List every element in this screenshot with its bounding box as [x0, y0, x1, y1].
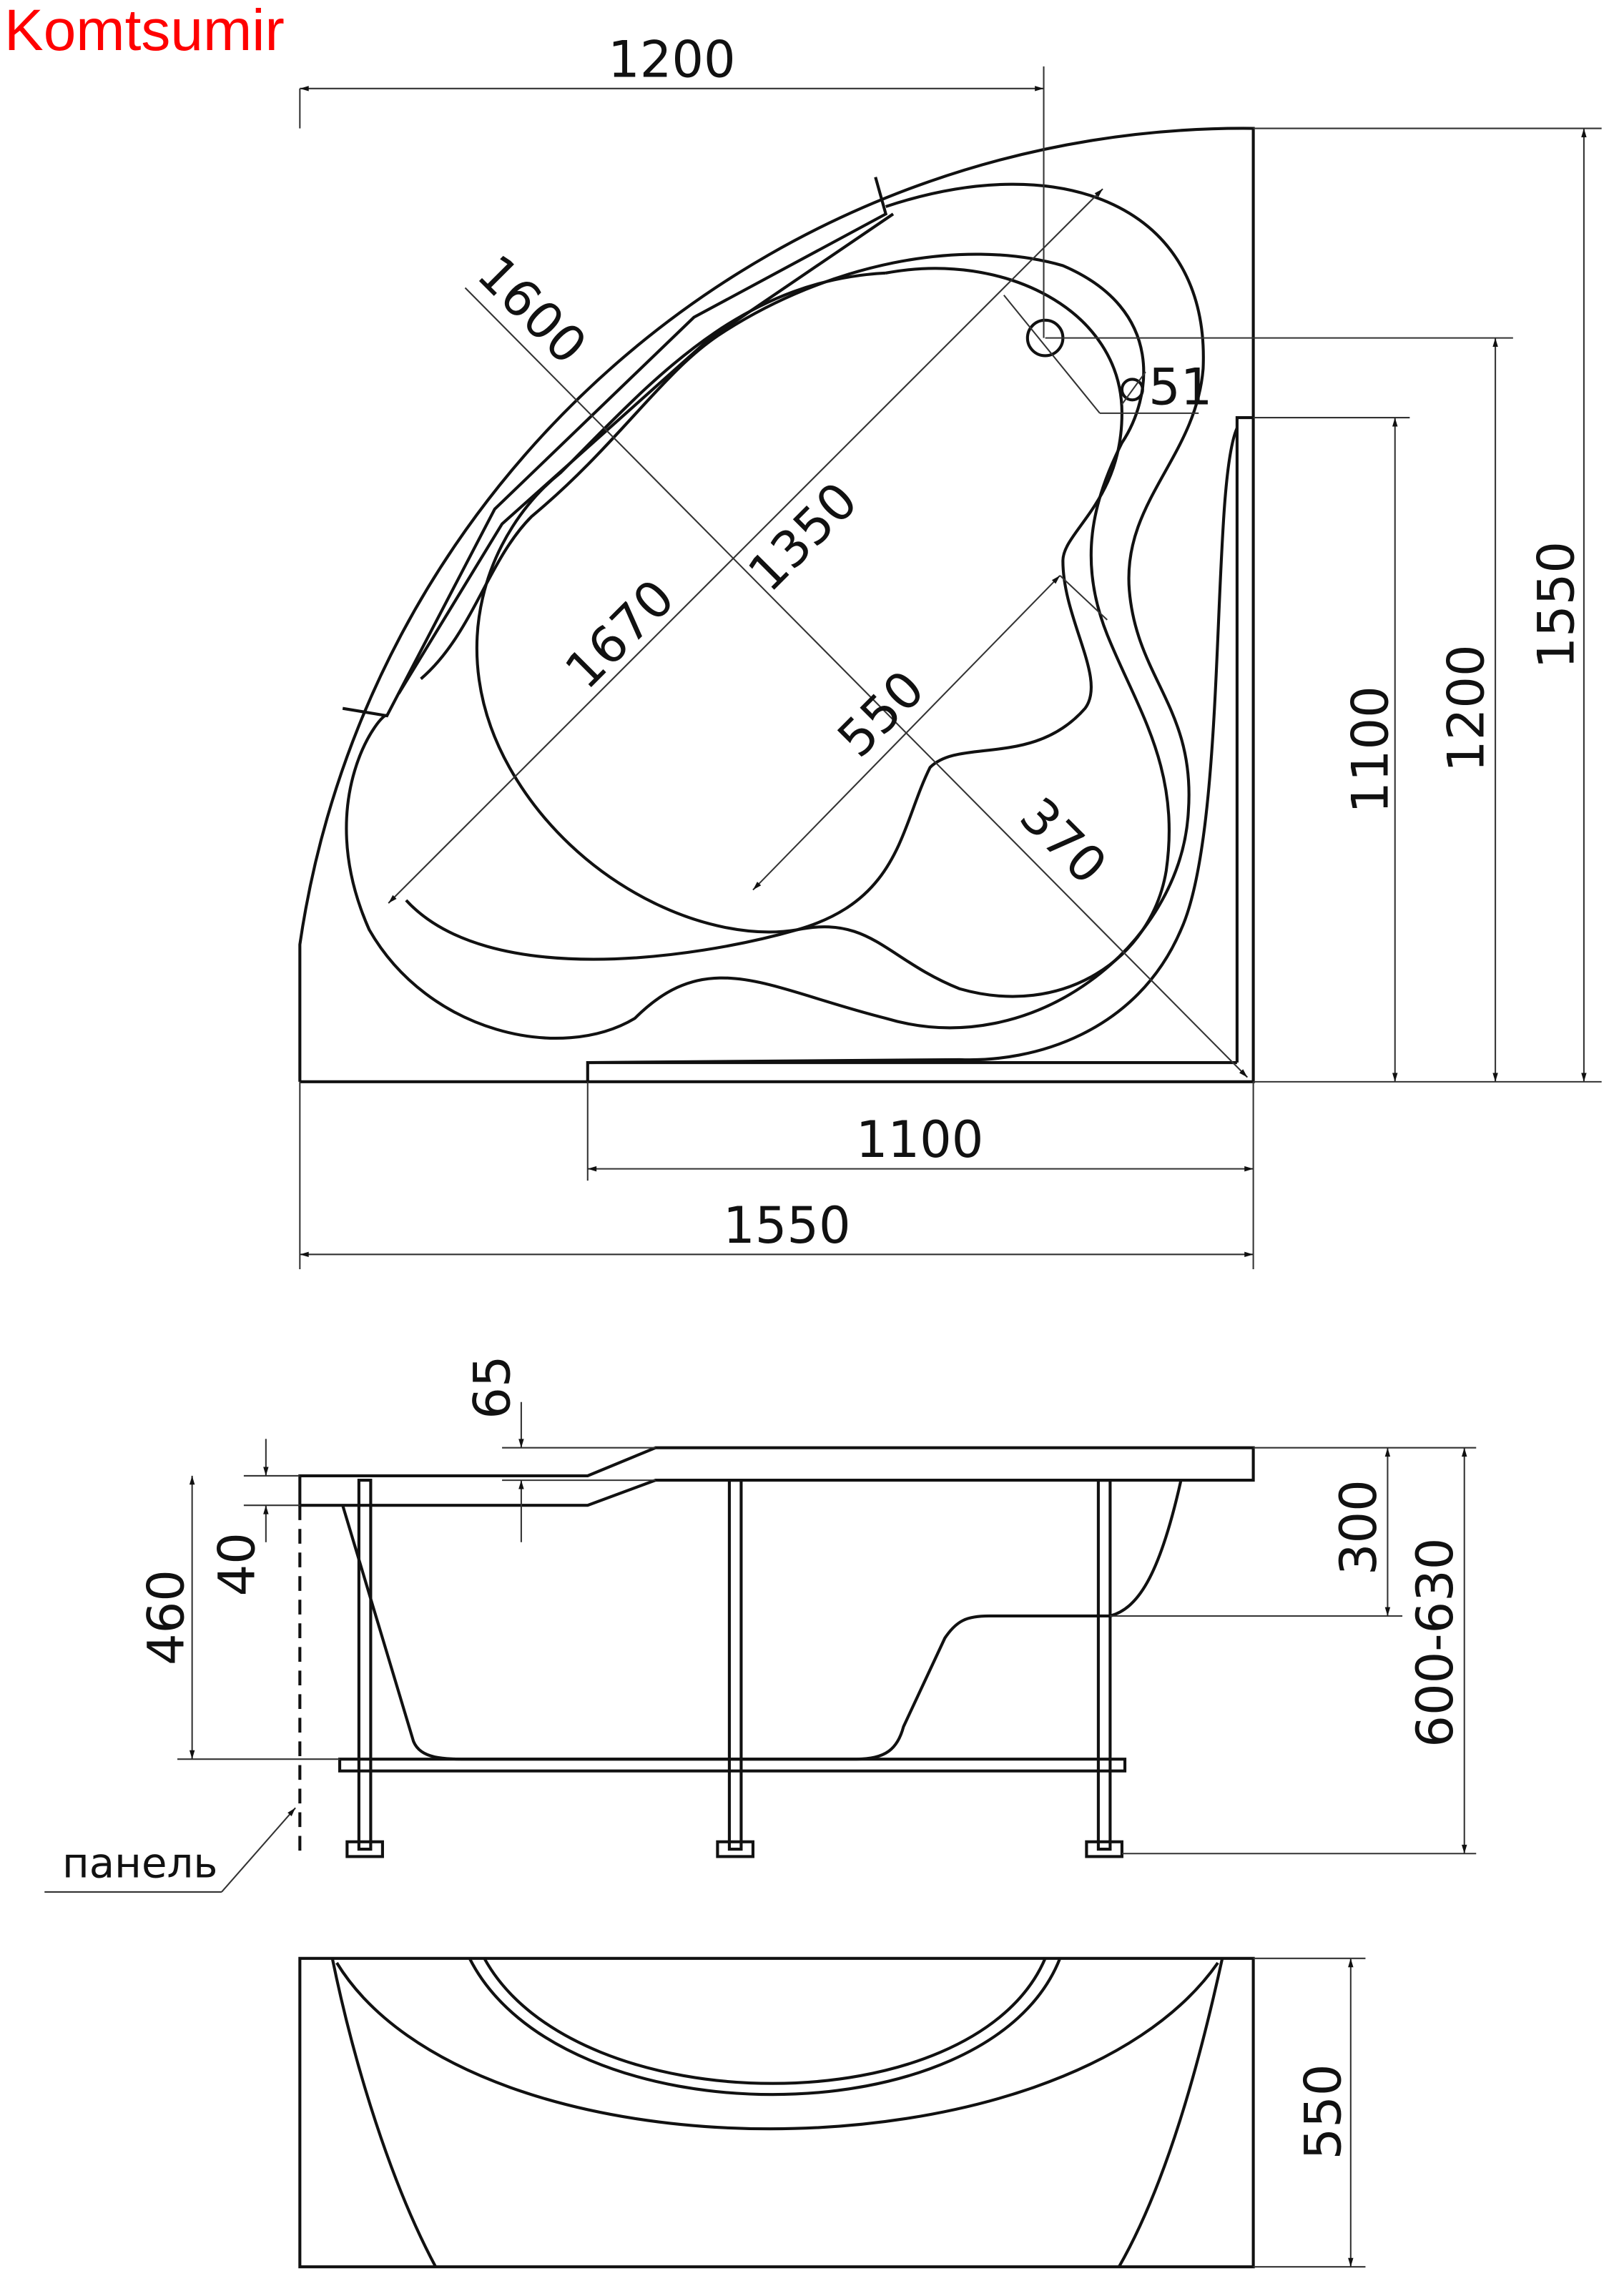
- dim-1550-right: 1550: [1527, 541, 1585, 669]
- dim-550: 550: [827, 659, 936, 769]
- dim-370: 370: [1008, 787, 1118, 896]
- rim-inner-right: [587, 427, 1239, 1065]
- dim-550-panel: 550: [1294, 2064, 1352, 2159]
- dim-1200-right: 1200: [1437, 644, 1496, 772]
- foot: [345, 1840, 384, 1858]
- dim-460: 460: [137, 1570, 195, 1665]
- dim-65: 65: [463, 1355, 521, 1419]
- front-panel-view: 550: [298, 1956, 1366, 2269]
- dim-40: 40: [207, 1532, 266, 1596]
- dim-1670: 1670: [554, 568, 686, 700]
- panel-curve-outer: [335, 1961, 1219, 2131]
- panel-label: панель: [62, 1838, 217, 1887]
- dim-1200-top: 1200: [608, 30, 736, 89]
- dim-1100-bottom: 1100: [856, 1110, 984, 1169]
- dim-drain-51: 51: [1148, 358, 1212, 417]
- dim-300: 300: [1329, 1479, 1388, 1575]
- foot: [716, 1840, 755, 1858]
- leg: [727, 1479, 743, 1851]
- rim: [298, 1446, 1255, 1507]
- dim-1100-right: 1100: [1341, 686, 1399, 814]
- dim-1550-bottom: 1550: [723, 1196, 851, 1255]
- basin-outer: [345, 182, 1205, 1040]
- panel-outline: [298, 1956, 1255, 2269]
- brand-logo: Komtsumir: [4, 0, 285, 63]
- leg: [357, 1479, 373, 1851]
- side-view: 65 40 460 300 600-630 панель: [44, 1355, 1477, 1893]
- top-view: 1200 1100 1550 1100 1200 1550 1600 1350 …: [298, 30, 1602, 1269]
- leg: [1096, 1479, 1112, 1851]
- dim-600-630: 600-630: [1406, 1538, 1465, 1748]
- frame-bar: [338, 1758, 1127, 1773]
- foot: [1085, 1840, 1123, 1858]
- diameter-icon: [1120, 378, 1144, 402]
